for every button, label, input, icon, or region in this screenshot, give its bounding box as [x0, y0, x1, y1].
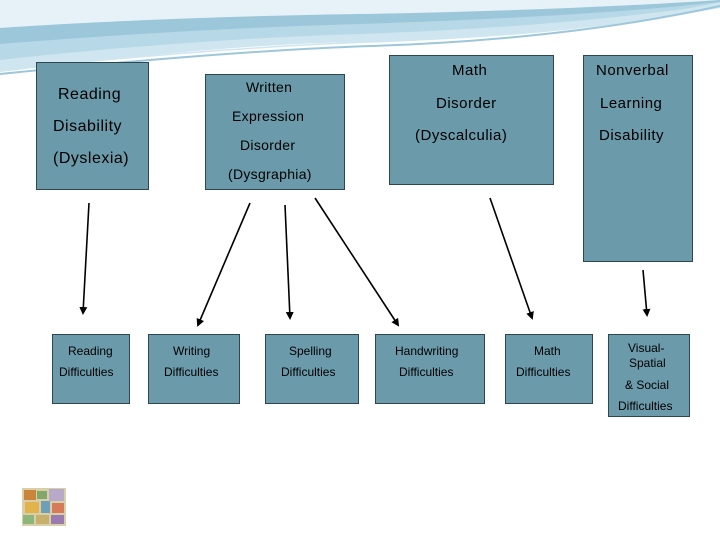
difficulty-spelling-line2: Difficulties	[281, 365, 336, 379]
reading-line3: (Dyslexia)	[53, 150, 130, 167]
arrow-math	[489, 197, 534, 320]
math-line3: (Dyscalculia)	[415, 127, 508, 144]
difficulty-visual-line1: Visual-	[628, 341, 665, 355]
reading-line1: Reading	[58, 86, 122, 103]
math-line2: Disorder	[436, 95, 497, 112]
written-line2: Expression	[232, 108, 305, 124]
difficulty-visual-line2: Spatial	[629, 356, 666, 370]
written-line4: (Dysgraphia)	[228, 166, 312, 182]
written-expression-box	[205, 74, 345, 190]
difficulty-handwriting-line2: Difficulties	[399, 365, 454, 379]
arrow-reading	[79, 202, 90, 315]
difficulty-box-math	[505, 334, 593, 404]
difficulty-reading-line2: Difficulties	[59, 365, 114, 379]
written-line3: Disorder	[240, 137, 296, 153]
math-disorder-box	[389, 55, 554, 185]
math-line1: Math	[452, 62, 488, 79]
difficulty-math-line2: Difficulties	[516, 365, 571, 379]
arrow-writing	[196, 202, 251, 327]
reading-line2: Disability	[53, 118, 123, 135]
difficulty-visual-line4: Difficulties	[618, 399, 673, 413]
difficulty-box-visual-spatial	[608, 334, 690, 417]
written-line1: Written	[246, 79, 293, 95]
reading-disability-box	[36, 62, 149, 190]
difficulty-spelling-line1: Spelling	[289, 344, 332, 358]
nonverbal-learning-box	[583, 55, 693, 262]
arrow-spelling	[284, 204, 294, 320]
difficulty-box-spelling	[265, 334, 359, 404]
difficulty-reading-line1: Reading	[68, 344, 113, 358]
difficulty-box-handwriting	[375, 334, 485, 404]
nonverbal-line2: Learning	[600, 95, 663, 112]
collage-thumbnail-icon	[22, 488, 66, 526]
difficulty-handwriting-line1: Handwriting	[395, 344, 459, 358]
difficulty-math-line1: Math	[534, 344, 561, 358]
difficulty-box-writing	[148, 334, 240, 404]
nonverbal-line1: Nonverbal	[596, 62, 669, 79]
header-wave-band	[0, 0, 720, 75]
arrow-visual-spatial	[642, 269, 651, 317]
difficulty-writing-line1: Writing	[173, 344, 211, 358]
arrow-handwriting	[314, 197, 400, 327]
nonverbal-line3: Disability	[599, 127, 665, 144]
difficulty-box-reading	[52, 334, 130, 404]
difficulty-writing-line2: Difficulties	[164, 365, 219, 379]
difficulty-visual-line3: & Social	[625, 378, 670, 392]
